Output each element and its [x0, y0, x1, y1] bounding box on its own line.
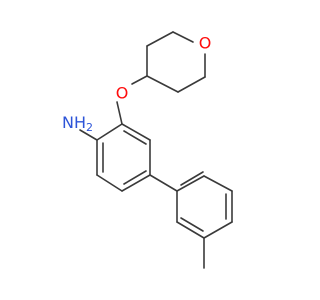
bond-thp-c2a-o [172, 31, 194, 43]
bond-thp-c2b-c3b [177, 76, 206, 93]
bond-c4-ether-o [131, 75, 148, 85]
ether-oxygen-label: O [116, 84, 129, 103]
bond-b4-b5 [203, 221, 233, 239]
bond-b1-b2 [176, 175, 205, 192]
amine-subscript: 2 [86, 121, 93, 134]
chemical-structure-diagram: O O NH2 [62, 31, 233, 269]
bond-ether-o-ring [116, 101, 123, 125]
bond-a2-amine [79, 129, 98, 141]
bond-biaryl [149, 174, 178, 192]
bond-a4-a5-double [123, 170, 147, 185]
amine-nitrogen-text: NH [62, 113, 86, 132]
bond-thp-c3b-c4 [146, 75, 179, 93]
amine-nitrogen-label: NH2 [62, 113, 93, 134]
bond-a6-a1-double [123, 130, 147, 145]
bond-a1-a2 [96, 123, 123, 141]
bonds [79, 31, 233, 269]
bond-thp-c3a-c2a [146, 31, 174, 47]
atom-labels: O O NH2 [62, 34, 211, 134]
bond-b5-b6-double [180, 217, 204, 232]
bond-a3-a4 [96, 174, 123, 192]
ring-oxygen-label: O [199, 34, 212, 53]
bond-b1-b2-double [180, 171, 204, 186]
bond-a4-a5 [121, 174, 151, 192]
bond-a6-a1 [121, 123, 151, 141]
bond-b5-b6 [176, 221, 205, 239]
bond-b2-b3 [203, 175, 233, 192]
